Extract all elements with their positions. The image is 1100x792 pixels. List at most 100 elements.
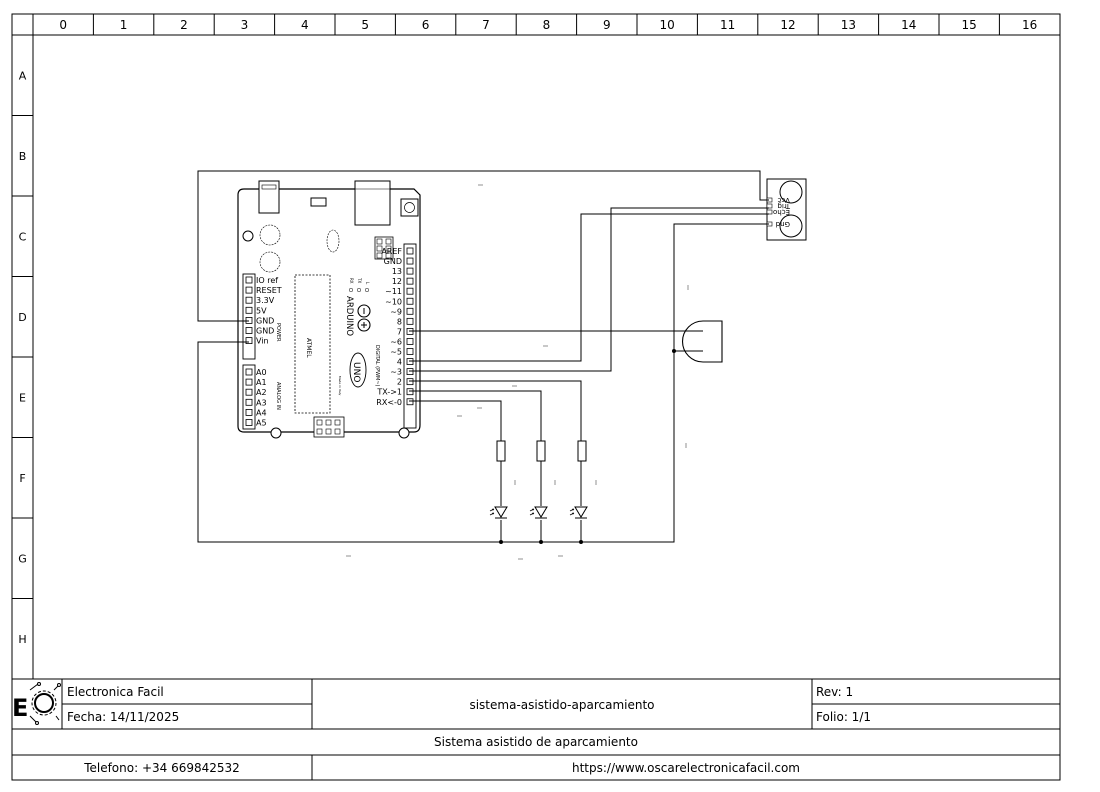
row-label: C — [19, 230, 27, 243]
power-header — [242, 273, 256, 360]
led-1[interactable] — [489, 506, 508, 519]
header-pin — [245, 388, 253, 396]
sensor-pin-label: Vcc — [777, 196, 790, 204]
pin-label: Vin — [256, 337, 269, 346]
header-pin — [406, 368, 414, 376]
header-pin — [406, 297, 414, 305]
reference-marks — [346, 184, 689, 560]
column-label: 5 — [361, 18, 369, 32]
pin-label: ~10 — [385, 297, 402, 306]
row-label: H — [18, 633, 26, 646]
capacitor — [259, 251, 281, 273]
pin-label: A3 — [256, 398, 267, 407]
row-label: D — [18, 311, 26, 324]
crystal — [326, 229, 340, 253]
header-pin — [406, 287, 414, 295]
header-pin — [245, 368, 253, 376]
capacitor — [259, 224, 281, 246]
pin-label: A1 — [256, 378, 267, 387]
digital-header — [403, 243, 417, 429]
led-2[interactable] — [529, 506, 548, 519]
column-label: 3 — [241, 18, 249, 32]
atmega-chip — [294, 274, 331, 414]
led-3[interactable] — [569, 506, 588, 519]
pin-label: 4 — [397, 358, 402, 367]
pin-label: IO ref — [256, 276, 278, 285]
pin-label: 3.3V — [256, 296, 275, 305]
mounting-hole — [270, 427, 282, 439]
pin-label: A4 — [256, 408, 267, 417]
led-l-label: L — [365, 282, 370, 285]
row-label: A — [19, 69, 27, 82]
column-label: 15 — [962, 18, 977, 32]
wire-net — [197, 170, 769, 543]
title-block — [12, 679, 1060, 780]
made-in-label: Made in Italy — [338, 376, 342, 396]
column-label: 6 — [422, 18, 430, 32]
column-label: 0 — [59, 18, 67, 32]
company-logo: E EO — [12, 682, 61, 725]
column-label: 8 — [543, 18, 551, 32]
pin-label: 8 — [397, 317, 402, 326]
pin-label: 12 — [392, 277, 402, 286]
wire-echo — [409, 207, 769, 372]
header-pin — [406, 348, 414, 355]
buzzer-body — [681, 320, 723, 363]
resistor-r1[interactable] — [496, 440, 506, 462]
column-label: 16 — [1022, 18, 1037, 32]
sensor-pin-label: Trig — [777, 202, 791, 210]
phone-field: Telefono: +34 669842532 — [84, 761, 240, 775]
pin-label: RESET — [256, 286, 282, 295]
pin-label: GND — [256, 316, 274, 325]
analog-label: ANALOG IN — [275, 382, 281, 410]
pin-label: 7 — [397, 327, 402, 336]
column-label: 10 — [660, 18, 675, 32]
arduino-uno-board[interactable]: ATMEL POWER ANALOG IN ARDUINO UNO DIGITA… — [237, 180, 421, 439]
header-pin — [406, 277, 414, 285]
pin-label: ~3 — [390, 368, 402, 377]
pin-label: ~11 — [385, 287, 402, 296]
header-pin — [245, 398, 253, 406]
sensor-pin — [766, 203, 773, 209]
website-link[interactable]: https://www.oscarelectronicafacil.com — [572, 761, 800, 775]
header-pin — [406, 338, 414, 345]
wire-trig — [409, 213, 769, 362]
header-pin — [245, 286, 253, 294]
header-pin — [406, 398, 414, 406]
resistor-r3[interactable] — [577, 440, 587, 462]
icsp-header-bottom — [313, 416, 345, 438]
reset-button — [400, 198, 419, 217]
pin-label: TX->1 — [376, 388, 402, 397]
pin-label: AREF — [381, 247, 402, 256]
project-name: sistema-asistido-aparcamiento — [469, 698, 655, 712]
row-label: B — [19, 150, 27, 163]
wire-led3 — [409, 380, 582, 441]
power-label: POWER — [275, 323, 281, 342]
header-pin — [406, 317, 414, 325]
pin-label: A5 — [256, 419, 267, 428]
voltage-regulator — [310, 197, 327, 207]
logo-letter-e: E — [12, 694, 28, 722]
analog-header — [242, 364, 256, 430]
header-pin — [245, 378, 253, 386]
pin-label: ~6 — [390, 337, 402, 346]
header-pin — [406, 247, 414, 255]
pin-label: A0 — [256, 368, 267, 377]
led-array — [489, 506, 588, 519]
model-label: UNO — [351, 362, 361, 382]
header-pin — [245, 337, 253, 345]
wire-gnd — [197, 223, 769, 543]
header-pin — [245, 306, 253, 314]
resistor-r2[interactable] — [536, 440, 546, 462]
row-label: G — [18, 552, 27, 565]
piezo-buzzer[interactable] — [681, 320, 723, 363]
revision-field: Rev: 1 — [816, 685, 854, 699]
column-label: 13 — [841, 18, 856, 32]
header-pin — [245, 276, 253, 284]
header-pin — [406, 267, 414, 275]
led-symbol — [494, 506, 508, 518]
